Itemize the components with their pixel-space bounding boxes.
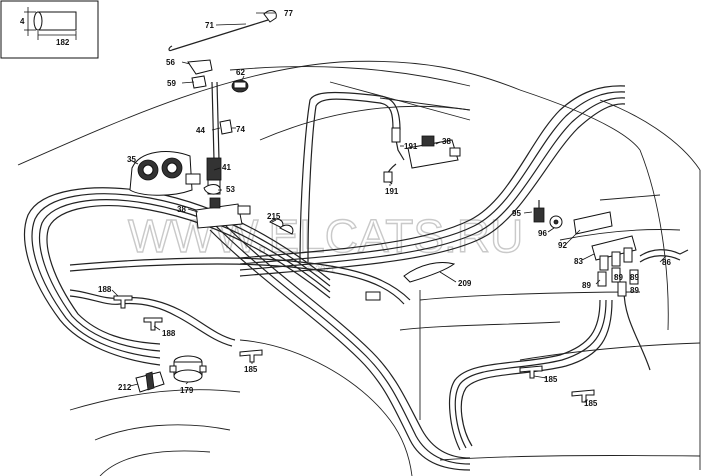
line-connector-mid xyxy=(365,291,381,301)
callout-209: 209 xyxy=(458,279,472,288)
legend-length: 182 xyxy=(56,38,70,47)
callout-83: 83 xyxy=(574,257,583,266)
callout-38-left: 38 xyxy=(177,205,186,214)
part-185-tee-right xyxy=(571,389,595,403)
part-62-knob xyxy=(231,79,249,93)
callout-59: 59 xyxy=(167,79,176,88)
car-body-outline xyxy=(17,60,701,476)
callout-185-right: 185 xyxy=(584,399,598,408)
callout-191-lower: 191 xyxy=(385,187,399,196)
callout-89-a: 89 xyxy=(582,281,591,290)
callout-212: 212 xyxy=(118,383,132,392)
part-185-tee-left xyxy=(239,349,263,363)
part-74-clip xyxy=(219,119,233,135)
callout-62: 62 xyxy=(236,68,245,77)
callout-188-upper: 188 xyxy=(98,285,112,294)
callout-96: 96 xyxy=(538,229,547,238)
callout-89-c: 89 xyxy=(630,273,639,282)
vacuum-line-bundle xyxy=(24,85,651,471)
callout-44: 44 xyxy=(196,126,205,135)
part-56-linkage xyxy=(187,59,222,195)
callout-35: 35 xyxy=(127,155,136,164)
watermark-brand: WWW.ELCATS.RU xyxy=(128,210,523,262)
part-38-valve-right xyxy=(407,135,461,169)
callout-71: 71 xyxy=(205,21,214,30)
callout-53: 53 xyxy=(226,185,235,194)
callout-41: 41 xyxy=(222,163,231,172)
callout-38-right: 38 xyxy=(442,137,451,146)
legend-diameter: 4 xyxy=(20,17,25,26)
callout-89-d: 89 xyxy=(630,286,639,295)
callout-191-upper: 191 xyxy=(404,142,418,151)
part-191-hoses xyxy=(383,127,405,185)
part-38-valve-left xyxy=(195,197,251,229)
part-86-pipe xyxy=(639,249,689,263)
part-92-bracket xyxy=(573,211,613,235)
callout-95: 95 xyxy=(512,209,521,218)
part-53-clip xyxy=(203,184,221,195)
part-83-distributor xyxy=(591,235,637,271)
part-95-screw xyxy=(533,200,545,223)
part-209-strap xyxy=(403,262,456,283)
part-89-connectors xyxy=(597,267,639,297)
callout-215: 215 xyxy=(267,212,281,221)
part-188-tee-upper xyxy=(113,295,133,309)
callout-188-lower: 188 xyxy=(162,329,176,338)
callout-179: 179 xyxy=(180,386,194,395)
part-185-tee-mid xyxy=(519,365,543,379)
callout-56: 56 xyxy=(166,58,175,67)
callout-77: 77 xyxy=(284,9,293,18)
callout-labels: 71 77 56 59 62 44 74 35 41 53 38 215 191… xyxy=(98,9,671,408)
callout-92: 92 xyxy=(558,241,567,250)
callout-89-b: 89 xyxy=(614,273,623,282)
tube-dimension-legend: 4 182 xyxy=(0,0,99,59)
callout-185-mid: 185 xyxy=(544,375,558,384)
part-179-check-valve xyxy=(169,355,207,383)
part-188-tee-lower xyxy=(143,317,163,331)
part-71-rod xyxy=(168,10,277,52)
part-96-washer xyxy=(549,215,563,229)
part-35-switch-assembly xyxy=(129,151,201,196)
callout-74: 74 xyxy=(236,125,245,134)
leader-lines xyxy=(111,12,667,401)
callout-185-left: 185 xyxy=(244,365,258,374)
callout-86: 86 xyxy=(662,258,671,267)
part-212-clip xyxy=(135,371,165,393)
